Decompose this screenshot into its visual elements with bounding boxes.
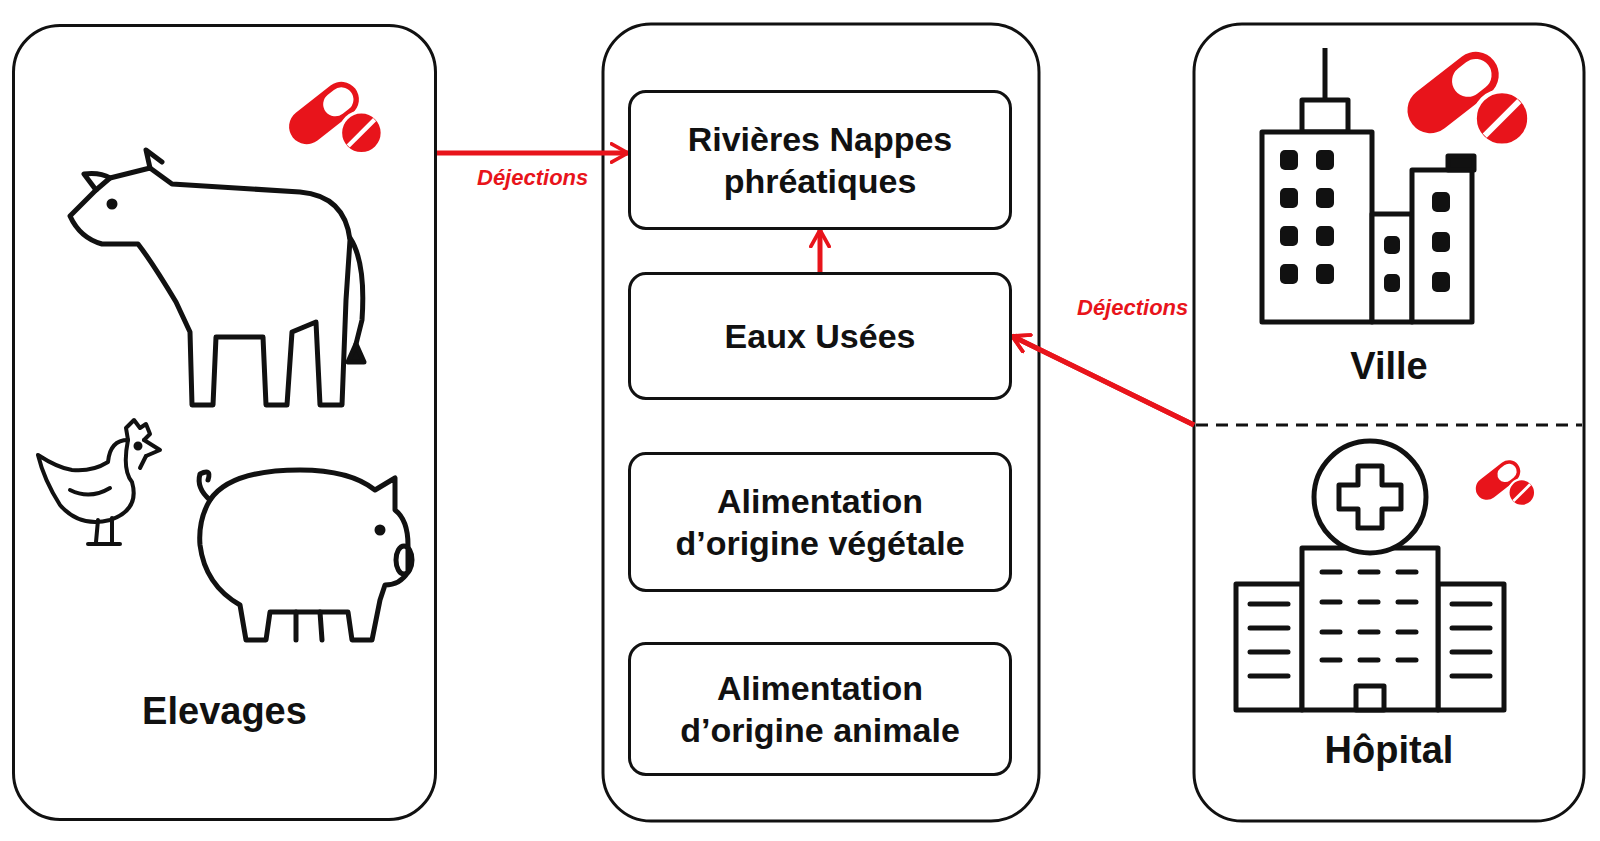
pig-icon [396,546,412,574]
window-lines [1452,674,1490,679]
window-lines [1250,572,1490,676]
process-box: Alimentation d’origine animale [628,642,1012,776]
pig-icon [199,472,210,500]
hospital-icon [1314,441,1426,553]
flow-arrow [1012,336,1194,425]
middle-panel [603,24,1039,821]
source-region: Hôpital [1194,425,1584,821]
box-label: Eaux Usées [725,315,916,358]
flow-arrow [437,151,628,156]
window-lines [1360,658,1378,663]
box-label: Rivières Nappes phréatiques [643,118,997,203]
window-dots [1432,192,1450,212]
window-lines [1398,600,1416,605]
window-dots [1384,274,1400,292]
pill-icon [1471,456,1535,506]
panel-label: Hôpital [1194,728,1584,774]
panel-label: Elevages [15,689,434,735]
hospital-icon [1339,466,1401,528]
hospital-icon [1356,686,1384,710]
process-box: Eaux Usées [628,272,1012,400]
city-icon [1262,132,1372,322]
pig-icon [296,612,322,640]
pig-icon [199,470,412,640]
city-icon [1323,48,1328,100]
right-panel [1194,24,1584,821]
hospital-icon [1236,441,1504,710]
hospital-icon [1302,548,1438,710]
window-lines [1398,570,1416,575]
chicken-icon [126,420,150,440]
window-dots [1280,150,1450,292]
chicken-icon [88,518,120,544]
window-dots [1280,150,1298,170]
window-dots [1432,272,1450,292]
chicken-icon [38,440,134,522]
pig-icon [377,527,383,533]
window-lines [1398,630,1416,635]
chicken-icon [140,456,146,468]
window-dots [1316,226,1334,246]
window-lines [1250,602,1288,607]
window-lines [1452,602,1490,607]
pig-icon [200,470,408,640]
pill-icon [1398,43,1529,146]
chicken-icon [144,440,160,456]
window-lines [1322,658,1340,663]
process-box: Alimentation d’origine végétale [628,452,1012,592]
window-lines [1360,630,1378,635]
source-region: Ville [1194,24,1584,425]
window-lines [1360,570,1378,575]
chicken-icon [38,420,160,544]
hospital-icon [1236,584,1302,710]
pill-icon [282,75,382,154]
window-lines [1452,650,1490,655]
city-icon [1448,156,1474,170]
edge-label: Déjections [1075,295,1190,321]
cow-icon [146,150,162,168]
window-lines [1250,626,1288,631]
flow-arrow [818,230,823,272]
window-dots [1316,188,1334,208]
window-lines [1250,650,1288,655]
city-icon [1412,170,1472,322]
window-dots [1280,264,1298,284]
city-icon [1262,48,1474,322]
panel-label: Ville [1194,344,1584,390]
cow-icon [70,168,350,405]
chicken-icon [136,444,141,449]
window-lines [1398,658,1416,663]
cow-icon [350,238,363,344]
city-icon [1372,214,1412,322]
cow-icon [70,150,364,405]
box-label: Alimentation d’origine animale [643,667,997,752]
source-panel: Elevages [12,24,437,821]
window-dots [1280,226,1298,246]
window-dots [1432,232,1450,252]
dashed-divider [1196,424,1582,427]
cow-icon [348,344,364,362]
window-dots [1280,188,1298,208]
edge-label: Déjections [475,165,590,191]
flow-arrow [1012,336,1194,425]
window-lines [1322,600,1340,605]
hospital-icon [1438,584,1504,710]
window-lines [1322,570,1340,575]
window-lines [1360,600,1378,605]
chicken-icon [70,488,110,495]
city-icon [1302,100,1348,132]
window-dots [1316,264,1334,284]
cow-icon [84,174,110,191]
box-label: Alimentation d’origine végétale [643,480,997,565]
window-lines [1250,674,1288,679]
window-lines [1452,626,1490,631]
window-dots [1316,150,1334,170]
cow-icon [109,201,115,207]
window-dots [1384,236,1400,254]
window-lines [1322,630,1340,635]
process-box: Rivières Nappes phréatiques [628,90,1012,230]
